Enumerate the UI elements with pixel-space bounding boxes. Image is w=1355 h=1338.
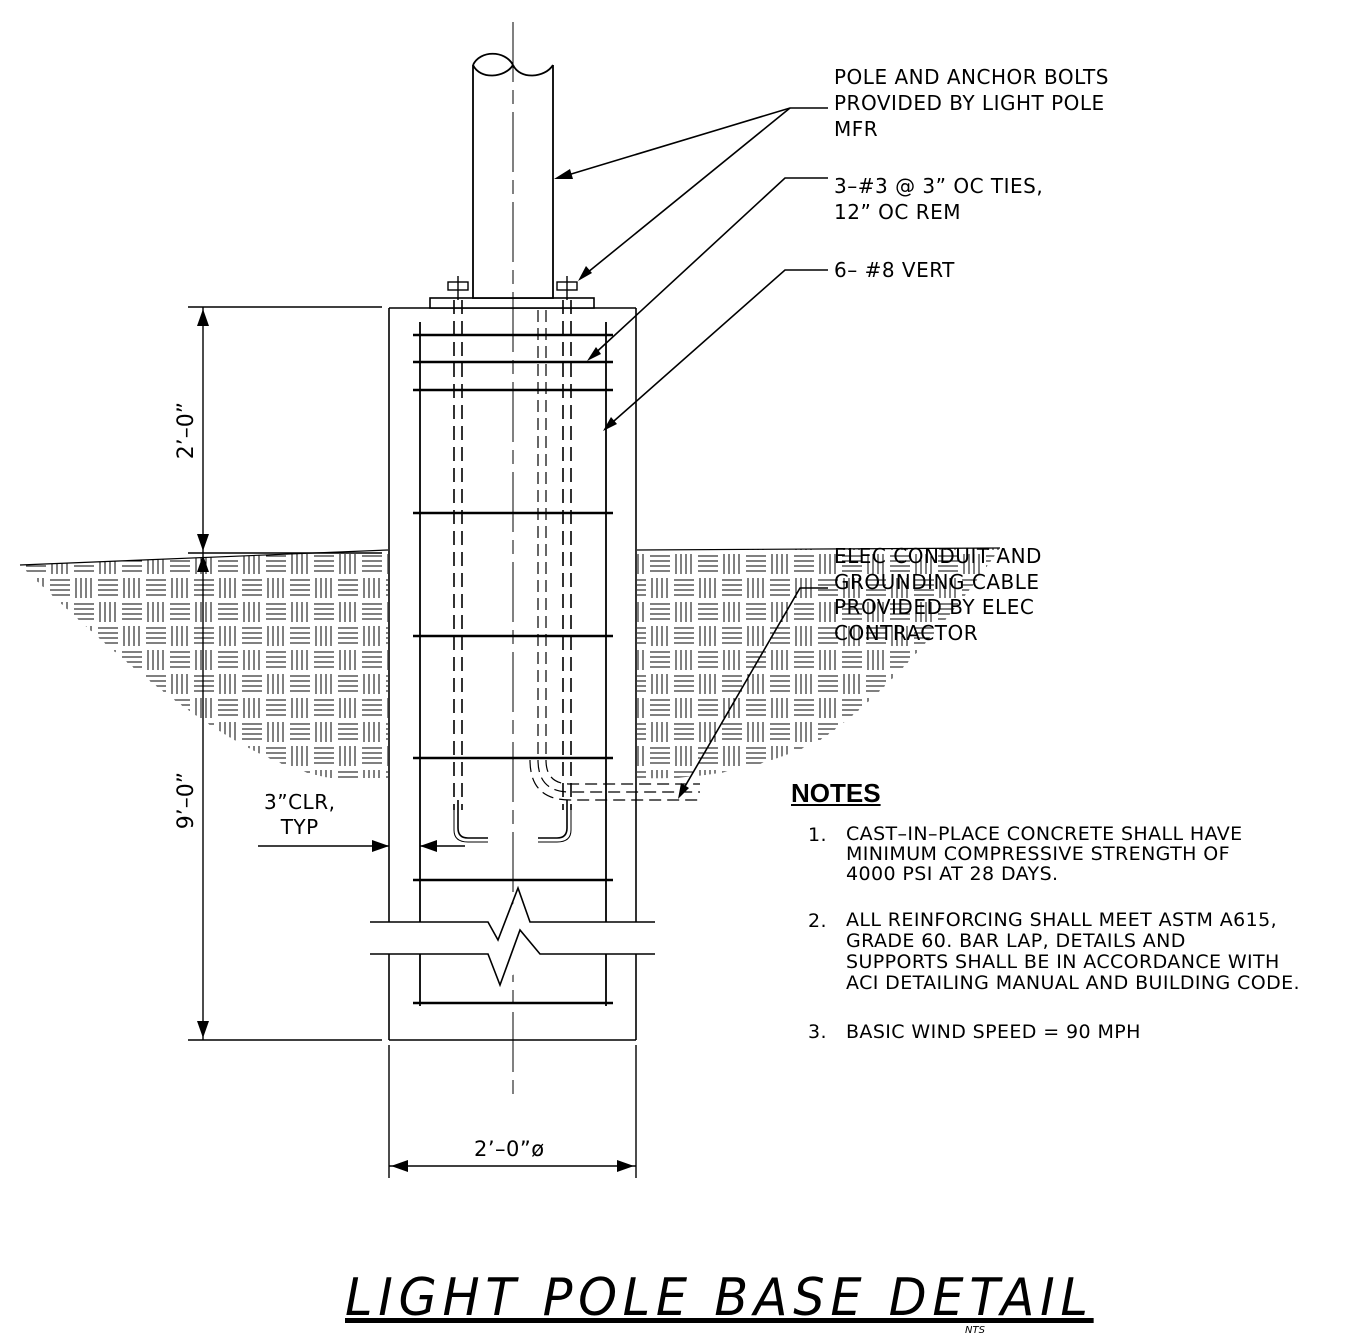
anchor-bolts bbox=[453, 300, 572, 810]
callout-elec-conduit: ELEC CONDUIT AND GROUNDING CABLE PROVIDE… bbox=[834, 544, 1042, 645]
leaders bbox=[557, 107, 828, 796]
note-3-text: BASIC WIND SPEED = 90 MPH bbox=[846, 1021, 1141, 1043]
dimension-top-label: 2’–0” bbox=[174, 401, 200, 460]
callout-clear-cover: 3”CLR, TYP bbox=[264, 790, 336, 839]
break-line bbox=[370, 885, 655, 988]
dimension-diameter-label: 2’–0”ø bbox=[474, 1137, 545, 1161]
callout-ties: 3–#3 @ 3” OC TIES, 12” OC REM bbox=[834, 174, 1044, 224]
drawing-title: LIGHT POLE BASE DETAIL bbox=[345, 1268, 1094, 1328]
soil-left bbox=[20, 550, 388, 778]
rebar-ties bbox=[413, 333, 613, 1005]
note-1-text: CAST–IN–PLACE CONCRETE SHALL HAVE MINIMU… bbox=[846, 823, 1243, 885]
note-1: 1. CAST–IN–PLACE CONCRETE SHALL HAVE MIN… bbox=[808, 823, 1243, 885]
note-1-number: 1. bbox=[808, 824, 827, 846]
notes-heading: NOTES bbox=[791, 778, 881, 808]
note-2: 2. ALL REINFORCING SHALL MEET ASTM A615,… bbox=[808, 909, 1300, 994]
elec-conduit bbox=[529, 310, 700, 801]
vertical-rebar bbox=[419, 322, 607, 1006]
dimension-lines bbox=[188, 306, 637, 1178]
note-3-number: 3. bbox=[808, 1021, 827, 1043]
note-3: 3. BASIC WIND SPEED = 90 MPH bbox=[808, 1021, 1141, 1043]
scale-note: NTS bbox=[965, 1325, 985, 1336]
soil-right bbox=[637, 548, 1000, 779]
callout-vertical-bars: 6– #8 VERT bbox=[834, 258, 955, 282]
leader-arrowheads bbox=[554, 169, 689, 799]
note-2-text: ALL REINFORCING SHALL MEET ASTM A615, GR… bbox=[846, 909, 1300, 994]
dimension-bottom-label: 9’–0” bbox=[174, 771, 200, 830]
callout-pole-anchor-bolts: POLE AND ANCHOR BOLTS PROVIDED BY LIGHT … bbox=[834, 65, 1109, 141]
note-2-number: 2. bbox=[808, 910, 827, 932]
